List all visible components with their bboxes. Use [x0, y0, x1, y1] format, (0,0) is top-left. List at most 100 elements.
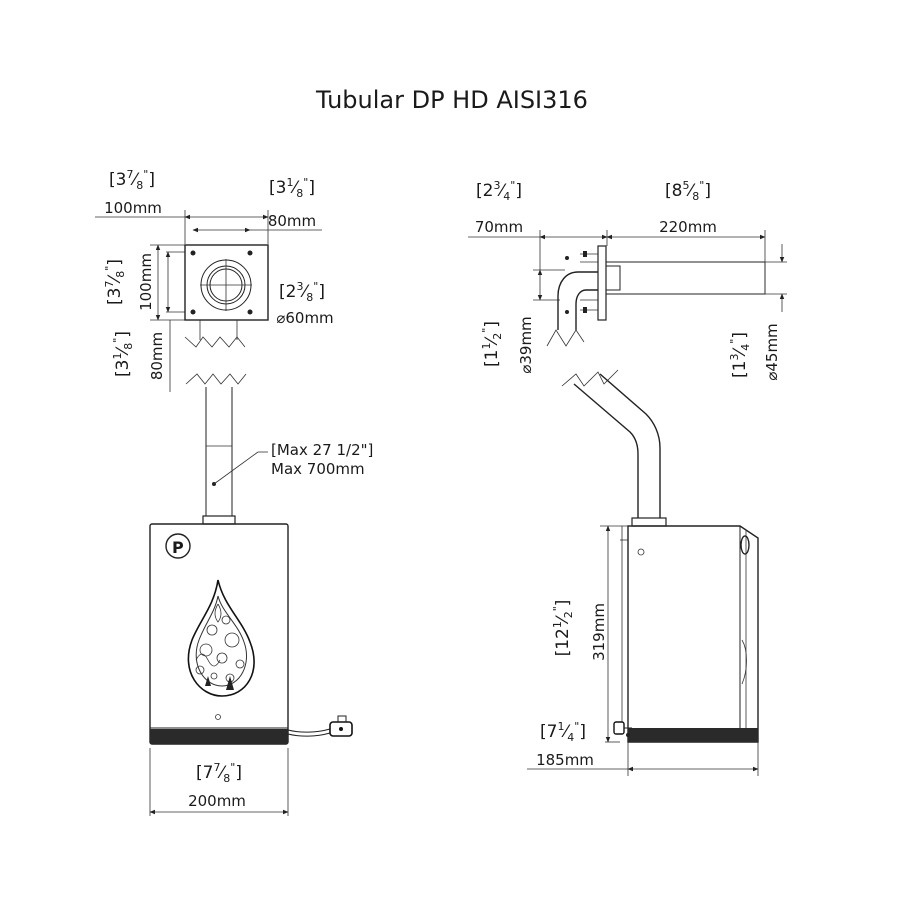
- dim-hole-spacing-den: 8: [296, 187, 303, 200]
- dim-pipe-diameter: [23⁄8"] ⌀60mm: [276, 280, 333, 327]
- dim-inlet-diameter-mm: 39mm: [517, 316, 535, 364]
- dim-hole-spacing-mark: ": [303, 176, 308, 189]
- dim-pipe-diameter-mark: ": [313, 280, 318, 293]
- dim-unit-width-whole: 7: [203, 763, 214, 783]
- pipe-max-inch-label: [Max 27 1/2"]: [271, 441, 373, 459]
- dim-flange-height-num: 7: [103, 281, 116, 288]
- side-view: [23⁄4"] 70mm [85⁄8"] 220mm [11⁄2"] ⌀39mm: [468, 179, 787, 776]
- dim-hole-spacing-whole: 3: [276, 178, 287, 198]
- dim-offset-num: 3: [493, 179, 500, 192]
- dim-unit-depth-den: 4: [567, 731, 574, 744]
- dim-inlet-diameter-whole: 1: [482, 350, 502, 361]
- mount-hole: [247, 250, 253, 256]
- dim-unit-width-num: 7: [213, 761, 220, 774]
- drawing-title: Tubular DP HD AISI316: [315, 86, 588, 114]
- svg-text:[23⁄4"]: [23⁄4"]: [476, 179, 522, 203]
- dim-flange-height-whole: 3: [105, 288, 125, 299]
- svg-text:[37⁄8"]: [37⁄8"]: [103, 259, 127, 305]
- dim-flange-width-num: 7: [126, 168, 133, 181]
- svg-text:[85⁄8"]: [85⁄8"]: [665, 179, 711, 203]
- dim-pipe-diameter-mm: 60mm: [285, 309, 333, 327]
- dim-offset-den: 4: [503, 190, 510, 203]
- dim-unit-depth-whole: 7: [547, 722, 558, 742]
- diameter-symbol: ⌀: [276, 309, 285, 327]
- dim-vertical-spacing-whole: 3: [113, 360, 133, 371]
- dim-flange-height-den: 8: [114, 271, 127, 278]
- svg-text:[121⁄2"]: [121⁄2"]: [551, 600, 575, 657]
- svg-text:⌀45mm: ⌀45mm: [763, 323, 781, 380]
- dim-unit-depth-mark: ": [574, 720, 579, 733]
- svg-text:[11⁄2"]: [11⁄2"]: [480, 321, 504, 367]
- dim-unit-depth-num: 1: [557, 720, 564, 733]
- dim-unit-height-mark: ": [551, 606, 564, 611]
- dim-spout-diameter-den: 4: [739, 344, 752, 351]
- dim-pipe-diameter-whole: 2: [286, 282, 297, 302]
- dim-unit-height-whole: 12: [553, 628, 573, 650]
- dim-flange-width: [37⁄8"] 100mm: [95, 168, 269, 244]
- dim-spout-diameter-whole: 1: [730, 361, 750, 372]
- dim-unit-height-mm: 319mm: [590, 603, 608, 661]
- mount-hole: [190, 250, 196, 256]
- p-circle-logo-icon: [165, 533, 191, 559]
- dim-offset-mark: ": [510, 179, 515, 192]
- dim-flange-height: [37⁄8"] 100mm: [103, 244, 185, 321]
- dim-spout-length: [85⁄8"] 220mm: [606, 179, 766, 262]
- svg-text:[13⁄4"]: [13⁄4"]: [728, 332, 752, 378]
- diameter-symbol: ⌀: [763, 372, 781, 381]
- dim-vertical-spacing-den: 8: [122, 343, 135, 350]
- dim-unit-width-den: 8: [223, 772, 230, 785]
- p-circle-logo-icon: [740, 535, 750, 555]
- dim-vertical-spacing-mm: 80mm: [148, 332, 166, 380]
- dim-inlet-diameter-den: 2: [491, 333, 504, 340]
- dim-flange-width-den: 8: [136, 179, 143, 192]
- unit-body-side: [613, 525, 759, 743]
- dim-unit-depth: [71⁄4"] 185mm: [527, 720, 759, 776]
- dim-vertical-spacing-mark: ": [111, 338, 124, 343]
- dim-hole-spacing-num: 1: [286, 176, 293, 189]
- dim-spout-length-num: 5: [682, 179, 689, 192]
- front-view: [37⁄8"] 100mm [31⁄8"] 80mm [37⁄8"] 100mm: [95, 168, 373, 816]
- power-cable: [287, 715, 353, 737]
- dim-unit-width: [77⁄8"] 200mm: [149, 748, 289, 816]
- dim-spout-diameter-mm: 45mm: [763, 323, 781, 371]
- dim-offset: [23⁄4"] 70mm: [468, 179, 608, 270]
- vertical-pipe: [202, 387, 268, 525]
- dim-hole-spacing-mm: 80mm: [268, 212, 316, 230]
- dim-flange-width-mm: 100mm: [104, 199, 162, 217]
- dim-vertical-spacing: [31⁄8"] 80mm: [111, 320, 171, 392]
- mount-hole: [190, 309, 196, 315]
- mount-hole: [247, 309, 253, 315]
- dim-pipe-diameter-den: 8: [306, 291, 313, 304]
- spout-assembly: [546, 245, 766, 347]
- svg-text:⌀39mm: ⌀39mm: [517, 316, 535, 373]
- dim-unit-height: [121⁄2"] 319mm: [551, 525, 632, 743]
- dim-inlet-diameter-num: 1: [480, 343, 493, 350]
- flange-plate: [184, 244, 269, 340]
- dim-unit-width-mm: 200mm: [188, 792, 246, 810]
- dim-unit-height-num: 1: [551, 621, 564, 628]
- dim-inlet-diameter: [11⁄2"] ⌀39mm: [480, 269, 565, 374]
- p-circle-logo-letter: P: [172, 538, 184, 557]
- dim-flange-width-bracket-open: [: [109, 170, 116, 190]
- svg-text:⌀60mm: ⌀60mm: [276, 309, 333, 327]
- dim-spout-diameter-mark: ": [728, 339, 741, 344]
- angled-pipe: [561, 369, 667, 527]
- dim-spout-length-whole: 8: [672, 181, 683, 201]
- break-line: [184, 336, 246, 348]
- dim-spout-length-mm: 220mm: [659, 218, 717, 236]
- dim-flange-width-mark: ": [143, 168, 148, 181]
- diameter-symbol: ⌀: [517, 365, 535, 374]
- svg-text:[37⁄8"]: [37⁄8"]: [109, 168, 155, 192]
- dim-unit-depth-mm: 185mm: [536, 751, 594, 769]
- pipe-max-mm-label: Max 700mm: [271, 460, 365, 478]
- dim-offset-whole: 2: [483, 181, 494, 201]
- svg-text:[23⁄8"]: [23⁄8"]: [279, 280, 325, 304]
- dim-hole-spacing: [31⁄8"] 80mm: [192, 176, 322, 233]
- dim-pipe-diameter-num: 3: [296, 280, 303, 293]
- svg-text:[31⁄8"]: [31⁄8"]: [111, 331, 135, 377]
- dim-spout-length-mark: ": [699, 179, 704, 192]
- dim-inlet-diameter-mark: ": [480, 328, 493, 333]
- dim-flange-height-mark: ": [103, 266, 116, 271]
